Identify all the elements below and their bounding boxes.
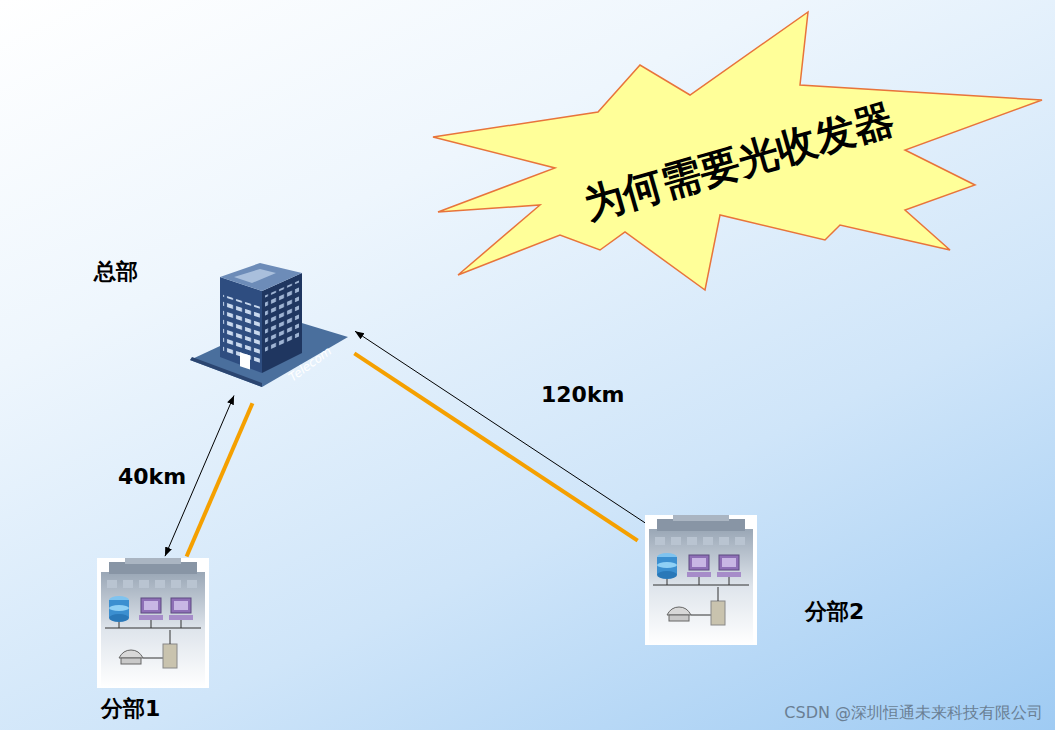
building-icon <box>97 558 209 688</box>
starburst-outline <box>433 12 1042 290</box>
distance-label: 120km <box>541 382 624 407</box>
building-image <box>190 263 348 387</box>
branch-building: 分部2 <box>645 515 757 645</box>
building-image <box>645 515 757 645</box>
site-label: 分部2 <box>805 597 864 627</box>
branch-building: 分部1 <box>97 558 209 688</box>
fiber-line <box>187 403 253 556</box>
distance-label: 40km <box>118 464 186 489</box>
starburst-callout: 为何需要光收发器 <box>430 10 1047 292</box>
building-icon <box>190 255 350 390</box>
fiber-line <box>354 353 637 540</box>
site-label: 总部 <box>94 257 138 287</box>
headquarters-building: 总部Telecom <box>190 255 350 390</box>
link-connector <box>354 331 645 540</box>
building-image <box>97 558 209 688</box>
building-icon <box>645 515 757 645</box>
site-label: 分部1 <box>101 694 160 724</box>
watermark: CSDN @深圳恒通未来科技有限公司 <box>784 703 1043 724</box>
arrow-line <box>355 331 645 523</box>
